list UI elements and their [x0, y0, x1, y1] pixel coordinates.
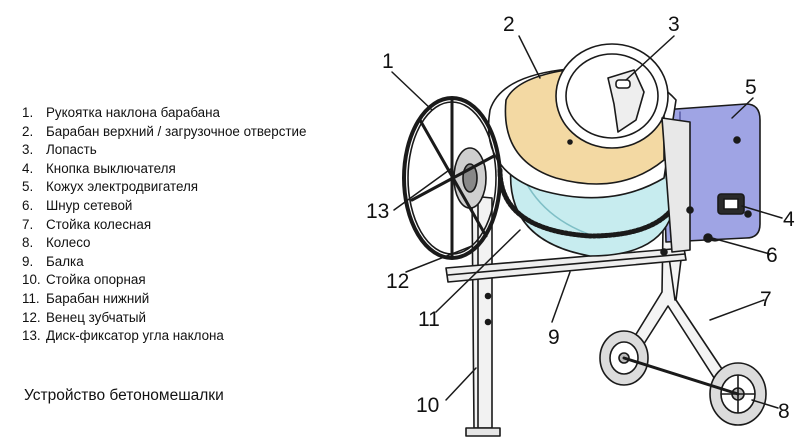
callout-4: 4: [783, 208, 795, 231]
callout-2: 2: [503, 13, 515, 36]
legend-item-10: 10.Стойка опорная: [22, 272, 146, 288]
callout-7: 7: [760, 288, 772, 311]
legend-item-9: 9.Балка: [22, 253, 84, 269]
legend-item-3: 3.Лопасть: [22, 142, 97, 158]
legend-item-2: 2.Барабан верхний / загрузочное отверсти…: [22, 123, 307, 139]
legend-item-11: 11.Барабан нижний: [22, 290, 150, 306]
switch-button: [717, 193, 745, 215]
callout-11: 11: [418, 308, 440, 331]
legend-item-1: 1.Рукоятка наклона барабана: [22, 105, 220, 120]
callout-5: 5: [745, 76, 757, 99]
support-stand: [465, 195, 501, 437]
tilt-lock-disc: [453, 147, 487, 209]
legend-item-13: 13.Диск-фиксатор угла наклона: [22, 328, 224, 344]
upper-drum: [487, 43, 677, 199]
callout-9: 9: [548, 326, 560, 349]
callout-leaders: [391, 35, 783, 409]
legend-item-8: 8.Колесо: [22, 235, 91, 251]
power-cord: [703, 233, 720, 243]
legend-item-4: 4.Кнопка выключателя: [22, 160, 176, 176]
legend-item-5: 5.Кожух электродвигателя: [22, 179, 199, 195]
diagram-caption: Устройство бетономешалки: [24, 387, 224, 404]
ring-gear: [497, 167, 681, 239]
legend-item-12: 12.Венец зубчатый: [22, 309, 147, 325]
callout-13: 13: [366, 200, 389, 223]
legend-item-7: 7.Стойка колесная: [22, 216, 152, 232]
legend-item-6: 6.Шнур сетевой: [22, 197, 133, 213]
callout-3: 3: [668, 13, 680, 36]
concrete-mixer-diagram: 1 2 3 4 5 6 7 8 9 10 11 12 13: [366, 13, 795, 437]
parts-legend: 1.Рукоятка наклона барабана 2.Барабан ве…: [22, 104, 392, 346]
callout-12: 12: [386, 270, 409, 293]
callout-6: 6: [766, 244, 778, 267]
callout-8: 8: [778, 400, 790, 423]
callout-10: 10: [416, 394, 439, 417]
callout-1: 1: [382, 50, 394, 73]
drum-blade: [607, 69, 645, 133]
drum-bracket: [661, 117, 694, 253]
